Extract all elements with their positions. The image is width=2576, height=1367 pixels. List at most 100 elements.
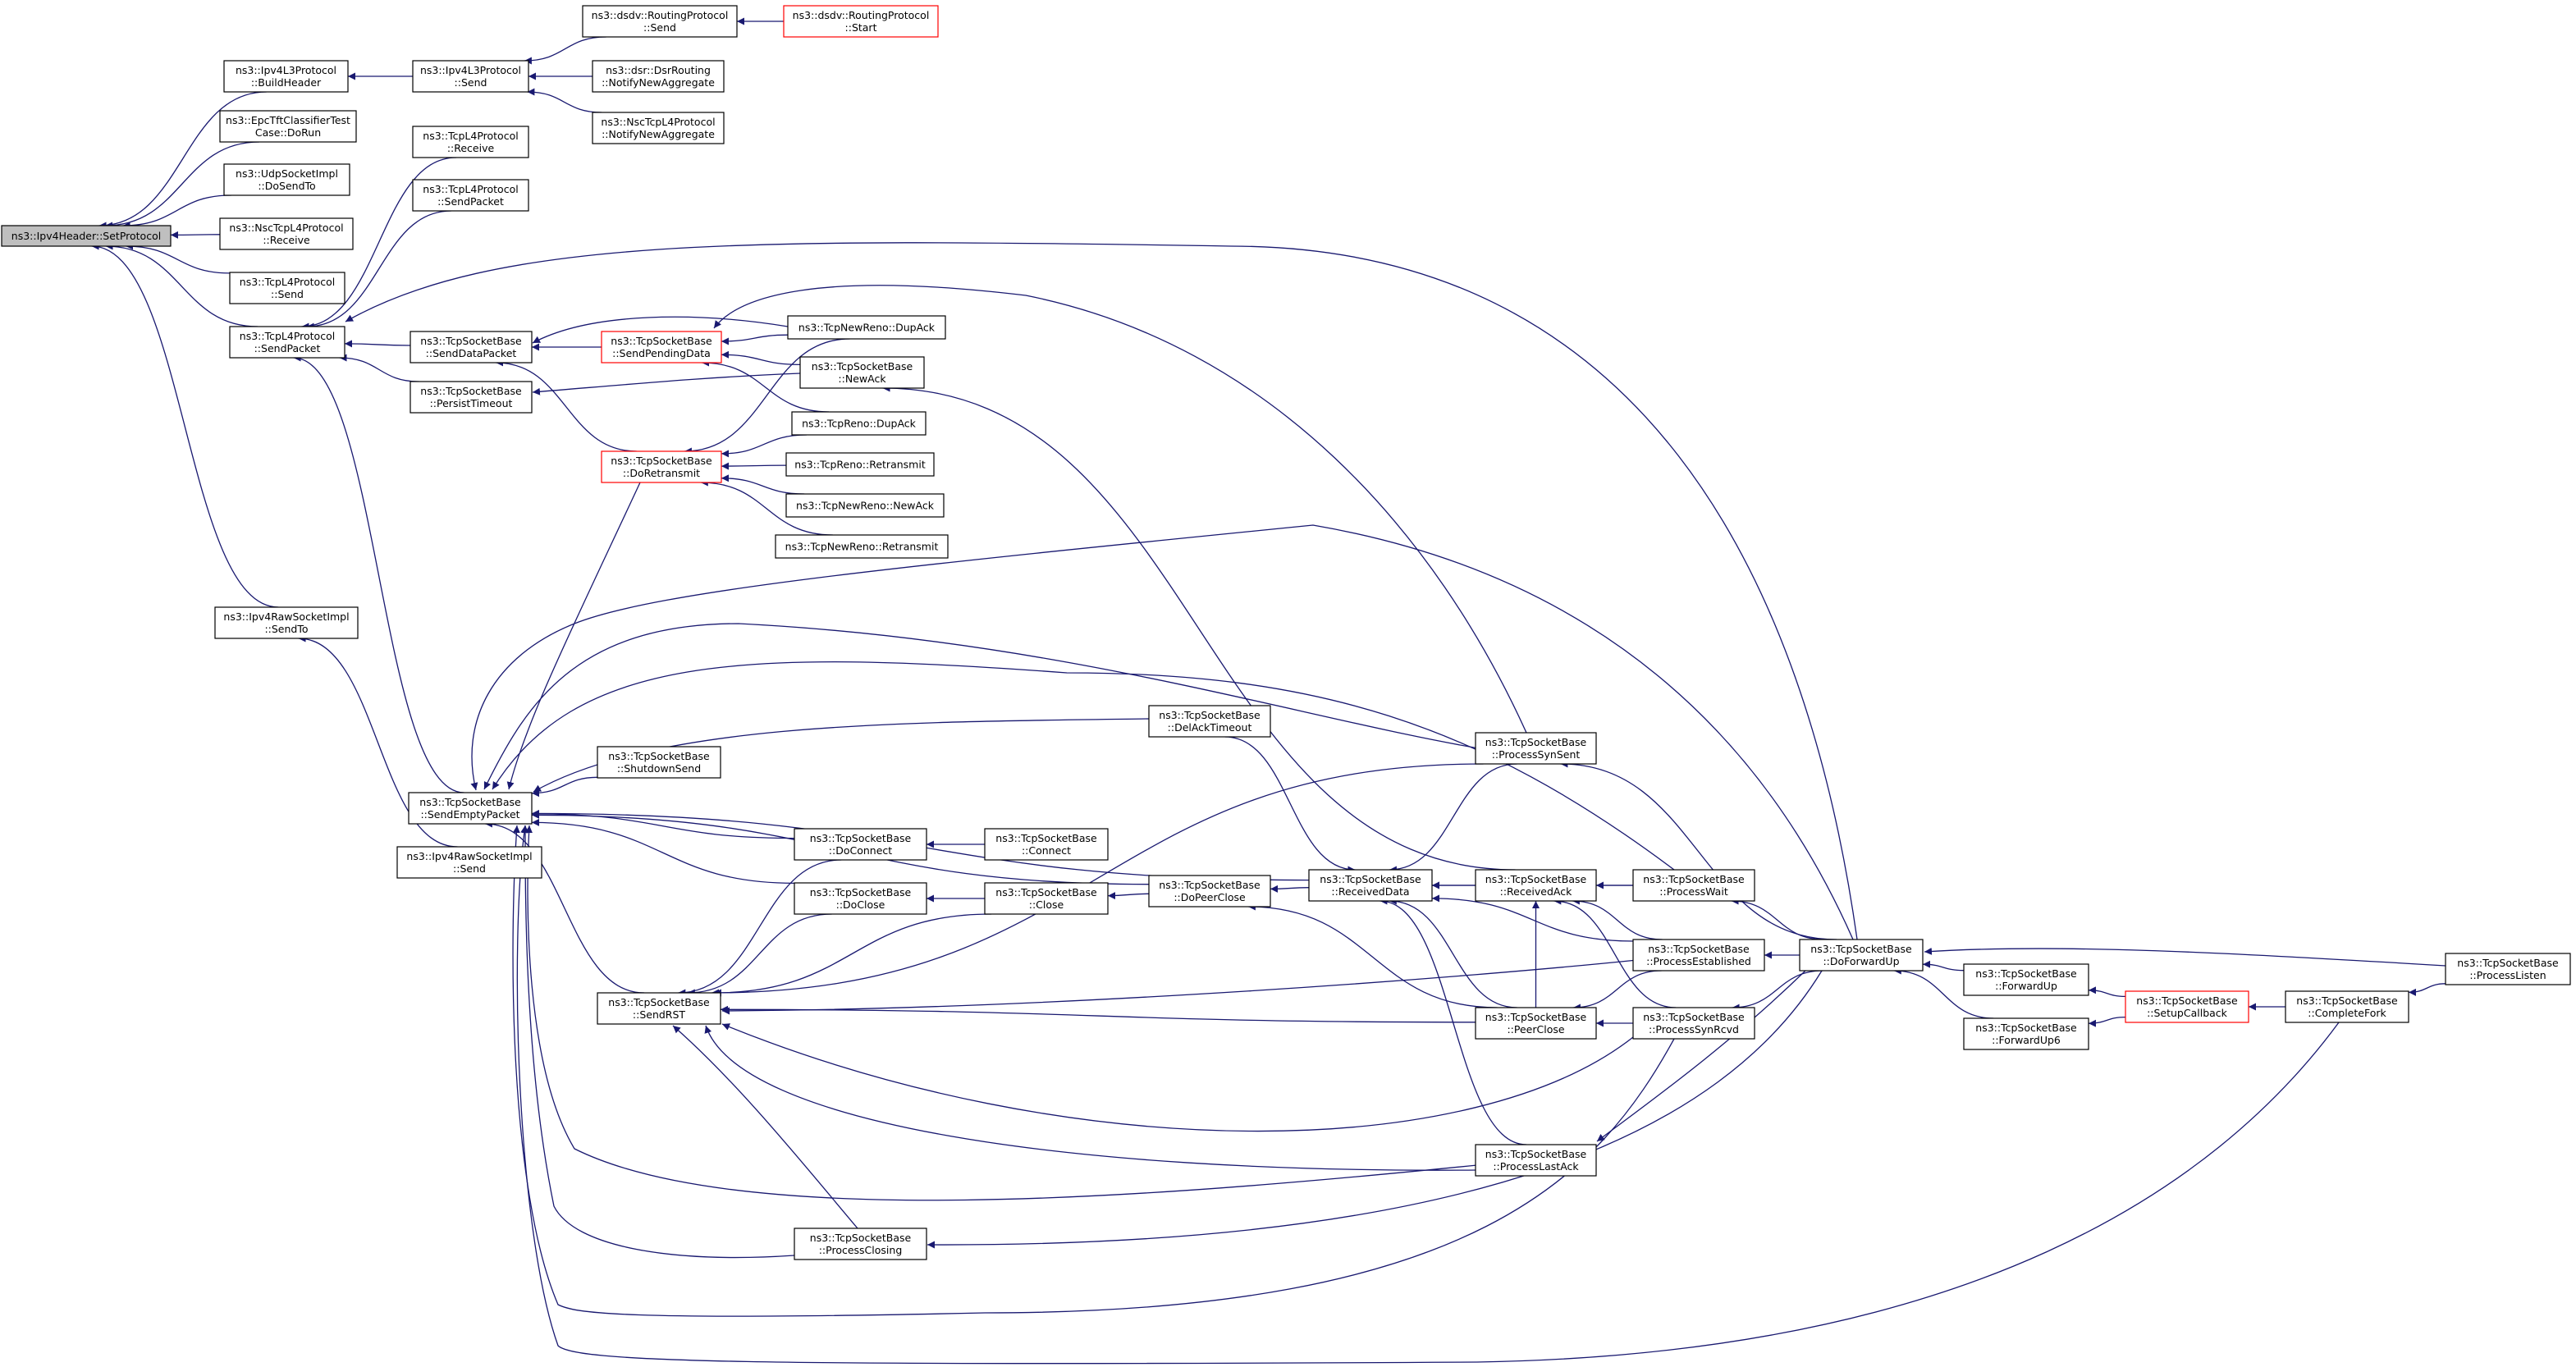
node-label-line: ns3::TcpSocketBase xyxy=(2457,957,2559,969)
node-label-line: ns3::TcpL4Protocol xyxy=(240,276,335,288)
node-box xyxy=(592,112,725,144)
node-tcpl4_sendpacket2[interactable]: ns3::TcpL4Protocol::SendPacket xyxy=(412,179,529,212)
node-label-line: ns3::TcpSocketBase xyxy=(611,335,712,347)
node-completefork[interactable]: ns3::TcpSocketBase::CompleteFork xyxy=(2285,990,2409,1023)
node-tcpl4_sendpacket[interactable]: ns3::TcpL4Protocol::SendPacket xyxy=(229,326,345,359)
node-doclose[interactable]: ns3::TcpSocketBase::DoClose xyxy=(794,882,927,915)
node-processsynsent[interactable]: ns3::TcpSocketBase::ProcessSynSent xyxy=(1475,732,1597,765)
node-newack[interactable]: ns3::TcpSocketBase::NewAck xyxy=(799,356,925,389)
node-sendrst[interactable]: ns3::TcpSocketBase::SendRST xyxy=(597,992,721,1025)
edge-doforwardup-to-processsynsent xyxy=(1560,760,1837,940)
node-delacktimeout[interactable]: ns3::TcpSocketBase::DelAckTimeout xyxy=(1148,705,1271,738)
node-doretransmit[interactable]: ns3::TcpSocketBase::DoRetransmit xyxy=(601,450,722,483)
edge-close-to-sendrst xyxy=(713,913,992,997)
node-label-line: ::Send xyxy=(455,76,487,89)
edge-ipv4raw_sendto-to-setprotocol xyxy=(91,242,279,608)
node-sendemptypacket[interactable]: ns3::TcpSocketBase::SendEmptyPacket xyxy=(408,792,533,825)
node-forwardup6[interactable]: ns3::TcpSocketBase::ForwardUp6 xyxy=(1963,1017,2089,1050)
node-dsdv_start[interactable]: ns3::dsdv::RoutingProtocol::Start xyxy=(783,5,939,38)
node-peerclose[interactable]: ns3::TcpSocketBase::PeerClose xyxy=(1475,1007,1597,1040)
node-reno_dupack[interactable]: ns3::TcpReno::DupAck xyxy=(791,411,927,436)
node-connect[interactable]: ns3::TcpSocketBase::Connect xyxy=(984,828,1109,861)
edge-shutdownsend-to-sendemptypacket xyxy=(531,776,598,798)
node-dsdv_send[interactable]: ns3::dsdv::RoutingProtocol::Send xyxy=(582,5,738,38)
node-box xyxy=(1148,705,1271,738)
node-doforwardup[interactable]: ns3::TcpSocketBase::DoForwardUp xyxy=(1799,939,1924,972)
edge-tcpl4_sendpacket2-to-tcpl4_sendpacket xyxy=(306,210,451,331)
node-label-line: ::PeerClose xyxy=(1507,1023,1564,1036)
edge-doforwardup-to-sendemptypacket xyxy=(470,524,1854,940)
node-newreno_dupack[interactable]: ns3::TcpNewReno::DupAck xyxy=(787,315,946,340)
edge-ipv4l3_buildheader-to-setprotocol xyxy=(98,91,267,230)
edge-doforwardup-to-processsynrcvd xyxy=(1732,970,1823,1012)
node-box xyxy=(223,60,349,93)
node-persisttimeout[interactable]: ns3::TcpSocketBase::PersistTimeout xyxy=(410,381,533,414)
node-doconnect[interactable]: ns3::TcpSocketBase::DoConnect xyxy=(794,828,927,861)
node-newreno_newack[interactable]: ns3::TcpNewReno::NewAck xyxy=(785,493,945,518)
node-label-line: ::ReceivedAck xyxy=(1500,885,1572,898)
node-setprotocol[interactable]: ns3::Ipv4Header::SetProtocol xyxy=(1,225,172,247)
edge-tcpl4_send-to-setprotocol xyxy=(126,242,231,274)
node-box xyxy=(799,356,925,389)
node-close[interactable]: ns3::TcpSocketBase::Close xyxy=(984,882,1109,915)
edge-processlastack-to-sendemptypacket xyxy=(525,825,1478,1201)
node-label-line: ns3::Ipv4L3Protocol xyxy=(236,64,336,76)
node-ipv4raw_send[interactable]: ns3::Ipv4RawSocketImpl::Send xyxy=(396,846,542,879)
node-box xyxy=(787,315,946,340)
node-dsr_notify[interactable]: ns3::dsr::DsrRouting::NotifyNewAggregate xyxy=(592,60,725,93)
edge-doforwardup-to-processwait xyxy=(1731,897,1824,940)
edge-peerclose-to-dopeerclose xyxy=(1247,903,1498,1008)
node-processlisten[interactable]: ns3::TcpSocketBase::ProcessListen xyxy=(2445,953,2571,985)
node-label-line: ::SendPacket xyxy=(437,195,504,208)
node-receivedack[interactable]: ns3::TcpSocketBase::ReceivedAck xyxy=(1475,869,1597,902)
node-receiveddata[interactable]: ns3::TcpSocketBase::ReceivedData xyxy=(1308,869,1433,902)
node-nsctcp_receive[interactable]: ns3::NscTcpL4Protocol::Receive xyxy=(219,217,354,250)
node-processwait[interactable]: ns3::TcpSocketBase::ProcessWait xyxy=(1632,869,1755,902)
node-label-line: ::DoSendTo xyxy=(258,180,315,192)
node-label-line: ns3::TcpSocketBase xyxy=(812,360,913,373)
node-label-line: ::NotifyNewAggregate xyxy=(602,128,715,140)
edge-forwardup6-to-doforwardup xyxy=(1893,967,1994,1019)
node-box xyxy=(1632,1007,1755,1040)
node-setupcallback[interactable]: ns3::TcpSocketBase::SetupCallback xyxy=(2125,990,2249,1023)
node-newreno_retransmit[interactable]: ns3::TcpNewReno::Retransmit xyxy=(775,534,949,559)
edge-receivedack-to-newack xyxy=(882,384,1516,871)
node-senddatapacket[interactable]: ns3::TcpSocketBase::SendDataPacket xyxy=(410,331,533,363)
node-processclosing[interactable]: ns3::TcpSocketBase::ProcessClosing xyxy=(794,1228,927,1260)
node-label-line: ::ProcessListen xyxy=(2469,969,2546,981)
edge-newreno_dupack-to-sendpendingdata xyxy=(721,334,789,345)
node-udpsocket_dosendto[interactable]: ns3::UdpSocketImpl::DoSendTo xyxy=(223,163,350,196)
node-ipv4l3_buildheader[interactable]: ns3::Ipv4L3Protocol::BuildHeader xyxy=(223,60,349,93)
edge-setupcallback-to-forwardup xyxy=(2088,986,2126,998)
node-box xyxy=(597,992,721,1025)
node-tcpl4_send[interactable]: ns3::TcpL4Protocol::Send xyxy=(229,272,345,304)
node-tcpl4_receive[interactable]: ns3::TcpL4Protocol::Receive xyxy=(412,126,529,158)
node-shutdownsend[interactable]: ns3::TcpSocketBase::ShutdownSend xyxy=(597,746,721,779)
node-reno_retransmit[interactable]: ns3::TcpReno::Retransmit xyxy=(785,452,935,477)
node-dopeerclose[interactable]: ns3::TcpSocketBase::DoPeerClose xyxy=(1148,875,1271,908)
node-box xyxy=(1632,939,1765,972)
edge-udpsocket_dosendto-to-setprotocol xyxy=(122,194,231,230)
node-processsynrcvd[interactable]: ns3::TcpSocketBase::ProcessSynRcvd xyxy=(1632,1007,1755,1040)
node-label-line: ns3::TcpL4Protocol xyxy=(240,330,335,342)
node-processestablished[interactable]: ns3::TcpSocketBase::ProcessEstablished xyxy=(1632,939,1765,972)
node-processlastack[interactable]: ns3::TcpSocketBase::ProcessLastAck xyxy=(1475,1144,1597,1177)
node-label-line: ::DelAckTimeout xyxy=(1168,721,1252,734)
node-label-line: ns3::Ipv4RawSocketImpl xyxy=(406,850,532,862)
node-label-line: ns3::TcpSocketBase xyxy=(1810,943,1912,955)
node-box xyxy=(229,326,345,359)
node-forwardup[interactable]: ns3::TcpSocketBase::ForwardUp xyxy=(1963,963,2089,996)
node-label-line: ns3::EpcTftClassifierTest xyxy=(226,114,350,126)
node-label-line: ns3::TcpSocketBase xyxy=(420,335,522,347)
edge-processclosing-to-sendemptypacket xyxy=(521,825,795,1259)
node-ipv4l3_send[interactable]: ns3::Ipv4L3Protocol::Send xyxy=(412,60,529,93)
node-ipv4raw_sendto[interactable]: ns3::Ipv4RawSocketImpl::SendTo xyxy=(214,606,359,639)
node-label-line: ns3::NscTcpL4Protocol xyxy=(229,222,343,234)
node-box xyxy=(412,126,529,158)
node-nsctcp_notify[interactable]: ns3::NscTcpL4Protocol::NotifyNewAggregat… xyxy=(592,112,725,144)
node-sendpendingdata[interactable]: ns3::TcpSocketBase::SendPendingData xyxy=(601,331,722,363)
node-label-line: ns3::TcpSocketBase xyxy=(608,996,710,1008)
edge-setupcallback-to-forwardup6 xyxy=(2088,1016,2126,1027)
